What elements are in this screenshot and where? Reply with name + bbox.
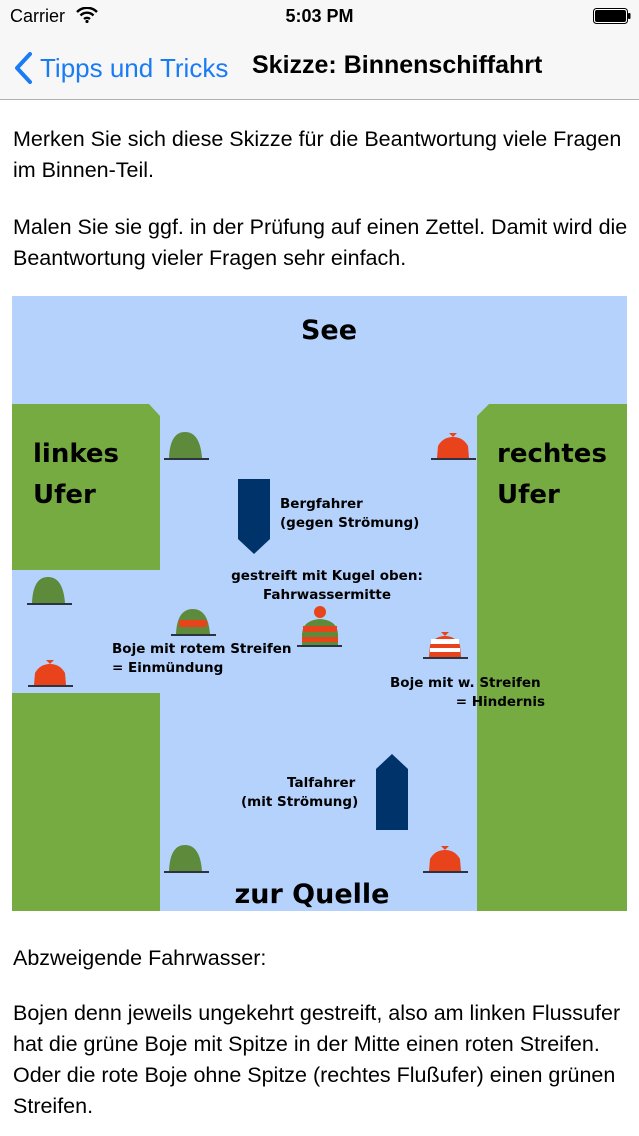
chevron-left-icon bbox=[15, 52, 32, 84]
green-buoy-bottom-left bbox=[164, 845, 209, 873]
label-fahrwassermitte: Fahrwassermitte bbox=[263, 587, 391, 603]
back-button[interactable]: Tipps und Tricks bbox=[14, 50, 228, 86]
label-bergfahrer: Bergfahrer bbox=[280, 496, 363, 512]
outro-heading: Abzweigende Fahrwasser: bbox=[13, 946, 267, 970]
green-buoy-top-left bbox=[164, 432, 209, 460]
intro-paragraph-2: Malen Sie sie ggf. in der Prüfung auf ei… bbox=[13, 215, 628, 270]
label-rotem-streifen: Boje mit rotem Streifen bbox=[112, 641, 291, 657]
red-buoy-white-stripes bbox=[423, 632, 468, 659]
label-hindernis: = Hindernis bbox=[456, 694, 545, 710]
label-left-ufer: Ufer bbox=[33, 480, 96, 510]
red-buoy-top-right bbox=[431, 433, 476, 460]
wifi-icon bbox=[76, 7, 98, 23]
label-talfahrer: Talfahrer bbox=[287, 775, 356, 791]
page-title: Skizze: Binnenschiffahrt bbox=[252, 51, 543, 79]
label-right-ufer: Ufer bbox=[497, 480, 560, 510]
label-rechtes: rechtes bbox=[497, 439, 607, 469]
red-buoy-left-lower bbox=[28, 660, 73, 687]
label-linkes: linkes bbox=[33, 439, 119, 469]
status-bar: Carrier 5:03 PM bbox=[0, 0, 639, 40]
label-gegen-stroemung: (gegen Strömung) bbox=[280, 515, 419, 531]
upstream-ship bbox=[238, 479, 270, 554]
label-mit-stroemung: (mit Strömung) bbox=[241, 794, 358, 810]
label-zur-quelle: zur Quelle bbox=[235, 879, 390, 910]
left-bank-lower bbox=[12, 693, 160, 911]
green-buoy-red-stripe bbox=[171, 609, 216, 636]
navigation-bar: Tipps und Tricks bbox=[0, 40, 639, 100]
clock: 5:03 PM bbox=[285, 6, 354, 26]
label-gestreift: gestreift mit Kugel oben: bbox=[231, 568, 423, 584]
label-w-streifen: Boje mit w. Streifen bbox=[390, 675, 541, 691]
left-bank-upper bbox=[12, 404, 160, 570]
striped-buoy-ball-top bbox=[297, 606, 342, 647]
right-bank bbox=[477, 404, 627, 911]
downstream-ship bbox=[376, 754, 408, 830]
label-einmuendung: = Einmündung bbox=[112, 660, 223, 676]
outro-paragraph: Bojen denn jeweils ungekehrt gestreift, … bbox=[13, 1001, 621, 1118]
back-button-label: Tipps und Tricks bbox=[40, 52, 229, 83]
battery-icon bbox=[593, 8, 631, 24]
carrier-label: Carrier bbox=[10, 6, 66, 26]
label-see: See bbox=[301, 315, 357, 346]
red-buoy-bottom-right bbox=[423, 846, 468, 873]
intro-paragraph-1: Merken Sie sich diese Skizze für die Bea… bbox=[13, 127, 622, 182]
river-sketch: See zur Quelle linkes Ufer rechtes Ufer … bbox=[12, 296, 627, 911]
green-buoy-left-middle bbox=[27, 577, 72, 605]
